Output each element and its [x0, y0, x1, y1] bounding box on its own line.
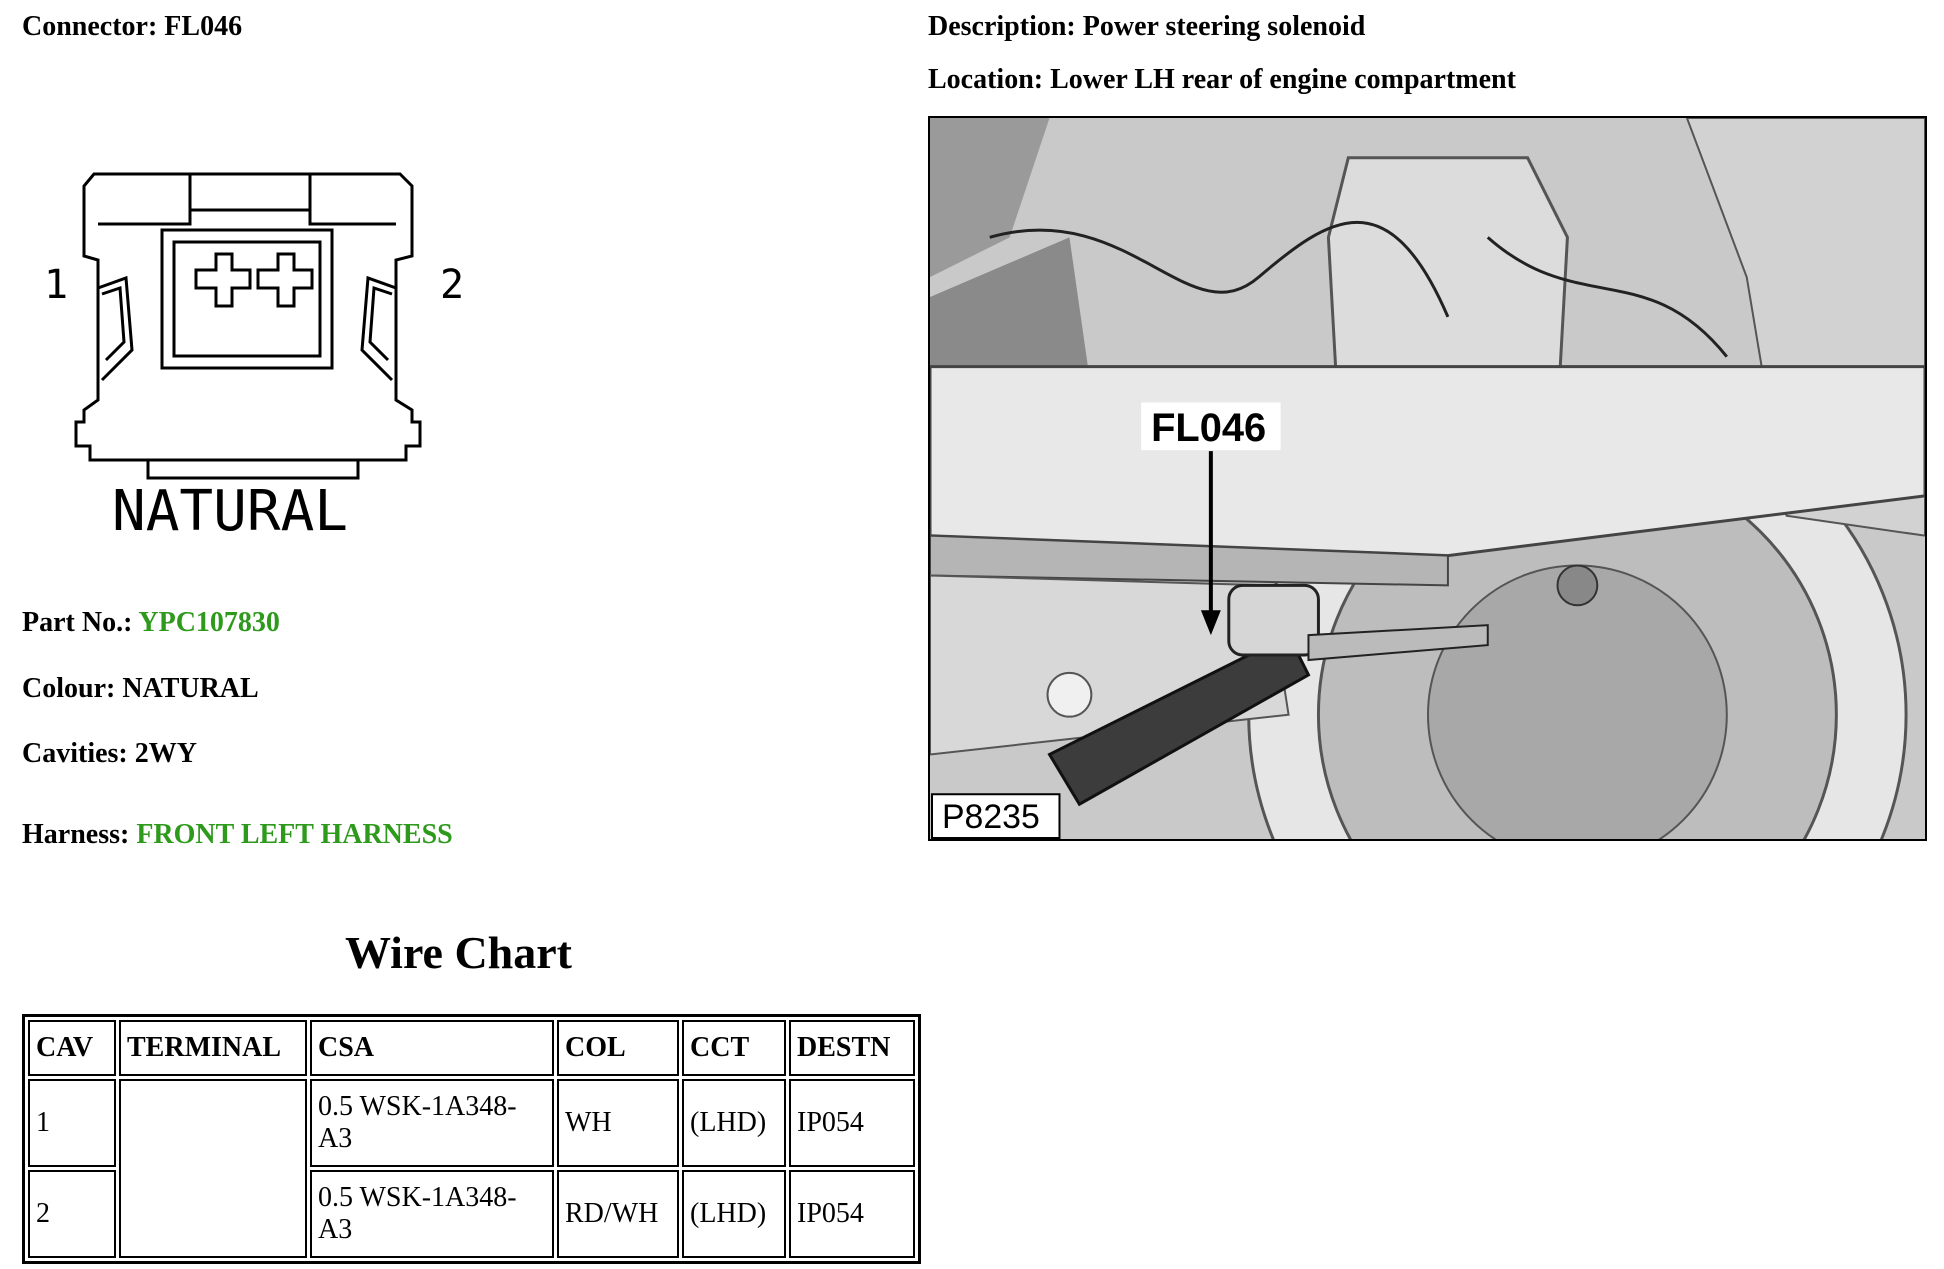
part-number-line: Part No.: YPC107830 [22, 606, 280, 640]
col-header-csa: CSA [310, 1020, 554, 1076]
connector-value: FL046 [164, 11, 243, 42]
connector-pinout-diagram: 1 2 NATURAL [40, 160, 500, 540]
photo-reference-code: P8235 [942, 798, 1040, 836]
table-row: 1 0.5 WSK-1A348-A3 WH (LHD) IP054 [28, 1079, 915, 1258]
cell-cct: (LHD) [682, 1079, 786, 1167]
part-number-label: Part No.: [22, 607, 133, 638]
location-line: Location: Lower LH rear of engine compar… [928, 63, 1516, 97]
cell-terminal [119, 1079, 307, 1258]
description-value: Power steering solenoid [1082, 11, 1366, 42]
description-label: Description: [928, 11, 1076, 42]
wire-chart-table: CAV TERMINAL CSA COL CCT DESTN 1 0.5 WSK… [22, 1014, 921, 1264]
location-photo: FL046 P8235 [928, 116, 1927, 841]
connector-face-drawing: 1 2 NATURAL [44, 172, 464, 540]
cell-cav: 2 [28, 1170, 116, 1258]
table-header-row: CAV TERMINAL CSA COL CCT DESTN [28, 1020, 915, 1076]
callout-label: FL046 [1151, 406, 1266, 450]
harness-link[interactable]: FRONT LEFT HARNESS [136, 819, 453, 850]
description-line: Description: Power steering solenoid [928, 10, 1365, 44]
harness-line: Harness: FRONT LEFT HARNESS [22, 818, 453, 852]
cell-cav: 1 [28, 1079, 116, 1167]
location-value: Lower LH rear of engine compartment [1050, 64, 1516, 95]
pin-1-label: 1 [44, 262, 68, 308]
colour-caption: NATURAL [112, 479, 348, 540]
cell-col: WH [557, 1079, 679, 1167]
cavities-value: 2WY [134, 738, 197, 769]
cell-destn-link[interactable]: IP054 [789, 1170, 915, 1258]
colour-line: Colour: NATURAL [22, 672, 259, 706]
cell-destn-link[interactable]: IP054 [789, 1079, 915, 1167]
colour-value: NATURAL [122, 673, 259, 704]
cell-cct: (LHD) [682, 1170, 786, 1258]
connector-label: Connector: [22, 11, 158, 42]
harness-label: Harness: [22, 819, 130, 850]
engine-bay-illustration: FL046 P8235 [930, 118, 1925, 839]
col-header-col: COL [557, 1020, 679, 1076]
location-label: Location: [928, 64, 1044, 95]
colour-label: Colour: [22, 673, 116, 704]
cell-csa: 0.5 WSK-1A348-A3 [310, 1079, 554, 1167]
connector-heading: Connector: FL046 [22, 10, 242, 44]
col-header-cct: CCT [682, 1020, 786, 1076]
col-header-cav: CAV [28, 1020, 116, 1076]
col-header-destn: DESTN [789, 1020, 915, 1076]
wire-chart-title: Wire Chart [345, 927, 572, 978]
pin-2-label: 2 [440, 262, 464, 308]
cavities-label: Cavities: [22, 738, 128, 769]
part-number-link[interactable]: YPC107830 [138, 607, 280, 638]
col-header-terminal: TERMINAL [119, 1020, 307, 1076]
table-row: 2 0.5 WSK-1A348-A3 RD/WH (LHD) IP054 [28, 1170, 915, 1258]
cell-col: RD/WH [557, 1170, 679, 1258]
cavities-line: Cavities: 2WY [22, 737, 197, 771]
cell-csa: 0.5 WSK-1A348-A3 [310, 1170, 554, 1258]
